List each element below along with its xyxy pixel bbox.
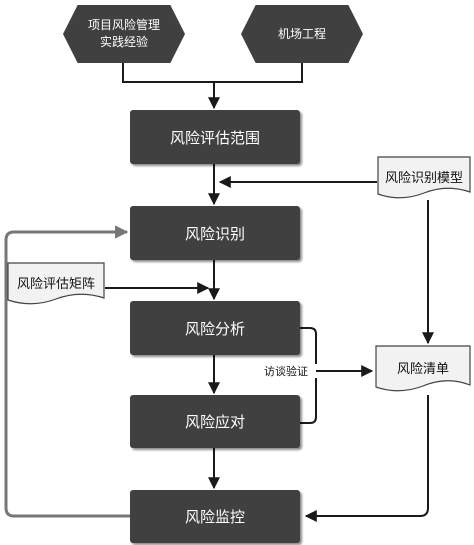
process-respond: 风险应对 — [130, 395, 300, 448]
process-respond-label: 风险应对 — [184, 413, 245, 431]
doc-identify-model-shape — [377, 156, 471, 199]
edge-feedback-loop — [4, 225, 130, 518]
process-scope: 风险评估范围 — [130, 110, 300, 164]
input-experience-line1: 项目风险管理 — [87, 18, 160, 32]
process-analyze-label: 风险分析 — [184, 319, 245, 338]
input-airport-label: 机场工程 — [277, 26, 326, 41]
doc-risk-list: 风险清单 — [375, 345, 471, 395]
input-airport-node: 机场工程 — [241, 5, 363, 63]
doc-identify-model-label: 风险识别模型 — [384, 170, 463, 186]
doc-risk-list-label: 风险清单 — [396, 361, 449, 377]
edge-experience-to-merge — [122, 63, 220, 110]
process-identify-label: 风险识别 — [184, 224, 245, 243]
process-analyze: 风险分析 — [130, 301, 300, 355]
edge-analyze-bracket — [300, 327, 317, 364]
doc-assess-matrix: 风险评估矩阵 — [7, 262, 105, 308]
process-monitor-label: 风险监控 — [184, 508, 245, 526]
process-monitor: 风险监控 — [130, 490, 300, 543]
edge-respond-bracket — [300, 378, 317, 424]
doc-assess-matrix-label: 风险评估矩阵 — [16, 276, 95, 292]
input-experience-line2: 实践经验 — [99, 35, 148, 49]
process-scope-label: 风险评估范围 — [169, 128, 260, 147]
edge-risk-list-to-monitor — [304, 395, 429, 522]
edge-label-interview-verify: 访谈验证 — [263, 363, 309, 379]
process-identify: 风险识别 — [130, 206, 300, 260]
doc-identify-model: 风险识别模型 — [377, 156, 471, 202]
doc-risk-list-shape — [375, 345, 471, 392]
input-experience-node: 项目风险管理 实践经验 — [63, 5, 185, 63]
edge-airport-to-merge — [214, 63, 303, 83]
doc-assess-matrix-shape — [7, 262, 105, 305]
